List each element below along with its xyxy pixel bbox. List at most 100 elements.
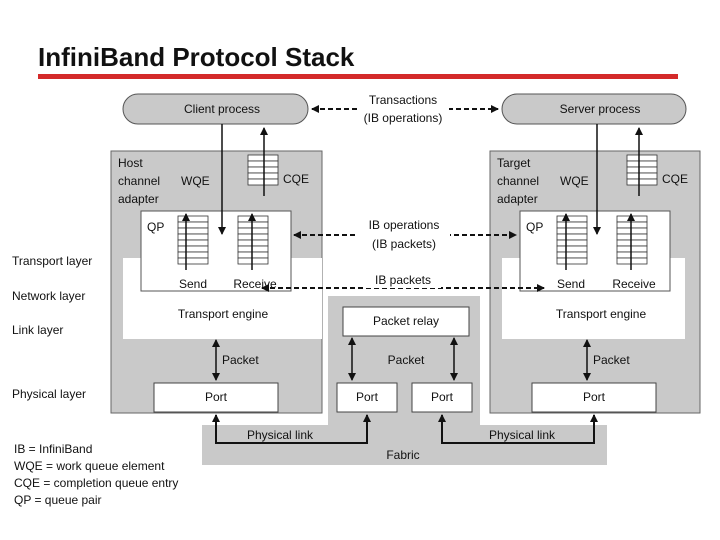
relay-packet-label: Packet bbox=[388, 353, 425, 367]
host-wqe-label: WQE bbox=[181, 174, 210, 188]
fabric-port-right-label: Port bbox=[431, 390, 454, 404]
queue-slot bbox=[616, 245, 648, 253]
target-adapter-label: adapter bbox=[497, 192, 538, 206]
host-send-label: Send bbox=[179, 277, 207, 291]
host-transport-engine-label: Transport engine bbox=[178, 307, 269, 321]
queue-slot bbox=[556, 245, 588, 253]
host-send-queue bbox=[177, 215, 209, 265]
server-process-label: Server process bbox=[560, 102, 641, 116]
queue-slot bbox=[177, 257, 209, 265]
queue-slot bbox=[177, 251, 209, 259]
client-process bbox=[122, 93, 309, 125]
target-receive-label: Receive bbox=[612, 277, 656, 291]
queue-slot bbox=[237, 251, 269, 259]
queue-slot bbox=[237, 221, 269, 229]
ib-packets-label-bg bbox=[365, 272, 441, 288]
host-packet-label: Packet bbox=[222, 353, 259, 367]
queue-slot bbox=[556, 239, 588, 247]
queue-slot bbox=[616, 251, 648, 259]
queue-slot bbox=[626, 160, 658, 168]
slide-title: InfiniBand Protocol Stack bbox=[38, 42, 355, 72]
physical-layer-label: Physical layer bbox=[12, 387, 86, 401]
physical-link-right-label: Physical link bbox=[489, 428, 556, 442]
queue-slot bbox=[177, 221, 209, 229]
queue-slot bbox=[616, 215, 648, 223]
host-label: Host bbox=[118, 156, 143, 170]
target-channel-label: channel bbox=[497, 174, 539, 188]
target-send-queue bbox=[556, 215, 588, 265]
queue-slot bbox=[626, 166, 658, 174]
target-cqe-label: CQE bbox=[662, 172, 688, 186]
physical-link-left-label: Physical link bbox=[247, 428, 314, 442]
queue-slot bbox=[616, 221, 648, 229]
queue-slot bbox=[237, 227, 269, 235]
legend-cqe: CQE = completion queue entry bbox=[14, 476, 178, 490]
queue-slot bbox=[626, 154, 658, 162]
target-wqe-label: WQE bbox=[560, 174, 589, 188]
title-underline bbox=[38, 74, 678, 79]
queue-slot bbox=[556, 215, 588, 223]
host-adapter-label: adapter bbox=[118, 192, 159, 206]
transport-layer-label: Transport layer bbox=[12, 254, 92, 268]
physical-link-left bbox=[212, 414, 371, 444]
transactions-label: Transactions bbox=[369, 93, 437, 107]
queue-slot bbox=[556, 257, 588, 265]
fabric-label: Fabric bbox=[386, 448, 419, 462]
queue-slot bbox=[237, 233, 269, 241]
packet-relay-label: Packet relay bbox=[373, 314, 439, 328]
host-channel-label: channel bbox=[118, 174, 160, 188]
legend-ib: IB = InfiniBand bbox=[14, 442, 92, 456]
host-qp-label: QP bbox=[147, 220, 164, 234]
physical-link-right bbox=[438, 414, 598, 444]
target-qp-label: QP bbox=[526, 220, 543, 234]
queue-slot bbox=[237, 215, 269, 223]
target-port-label: Port bbox=[583, 390, 606, 404]
target-label: Target bbox=[497, 156, 531, 170]
transactions-sublabel: (IB operations) bbox=[364, 111, 443, 125]
queue-slot bbox=[556, 227, 588, 235]
fabric-region bbox=[202, 296, 607, 465]
target-transport-engine-label: Transport engine bbox=[556, 307, 647, 321]
target-receive-queue bbox=[616, 215, 648, 265]
queue-slot bbox=[616, 227, 648, 235]
queue-slot bbox=[247, 160, 279, 168]
transactions-label-bg bbox=[357, 92, 449, 126]
queue-slot bbox=[177, 233, 209, 241]
client-process-label: Client process bbox=[184, 102, 260, 116]
queue-slot bbox=[237, 245, 269, 253]
ib-operations-label: IB operations bbox=[369, 218, 440, 232]
queue-slot bbox=[247, 172, 279, 180]
ib-operations-label-bg bbox=[358, 217, 450, 253]
fabric-port-left bbox=[336, 382, 398, 413]
target-packet-label: Packet bbox=[593, 353, 630, 367]
fabric-port-right bbox=[411, 382, 473, 413]
host-port bbox=[153, 382, 279, 413]
host-cqe-label: CQE bbox=[283, 172, 309, 186]
queue-slot bbox=[237, 257, 269, 265]
legend-wqe: WQE = work queue element bbox=[14, 459, 165, 473]
queue-slot bbox=[556, 221, 588, 229]
queue-slot bbox=[247, 178, 279, 186]
queues-group bbox=[177, 154, 658, 265]
server-process bbox=[501, 93, 687, 125]
queue-slot bbox=[177, 239, 209, 247]
queue-slot bbox=[616, 257, 648, 265]
network-layer-label: Network layer bbox=[12, 289, 85, 303]
target-cq-queue bbox=[626, 154, 658, 186]
target-port bbox=[531, 382, 657, 413]
queue-slot bbox=[616, 233, 648, 241]
ib-packets-label: IB packets bbox=[375, 273, 431, 287]
fabric-port-left-label: Port bbox=[356, 390, 379, 404]
queue-slot bbox=[177, 245, 209, 253]
host-receive-queue bbox=[237, 215, 269, 265]
host-cq-queue bbox=[247, 154, 279, 186]
queue-slot bbox=[556, 233, 588, 241]
queue-slot bbox=[556, 251, 588, 259]
queue-slot bbox=[247, 154, 279, 162]
queue-slot bbox=[626, 178, 658, 186]
queue-slot bbox=[247, 166, 279, 174]
target-send-label: Send bbox=[557, 277, 585, 291]
queue-slot bbox=[616, 239, 648, 247]
